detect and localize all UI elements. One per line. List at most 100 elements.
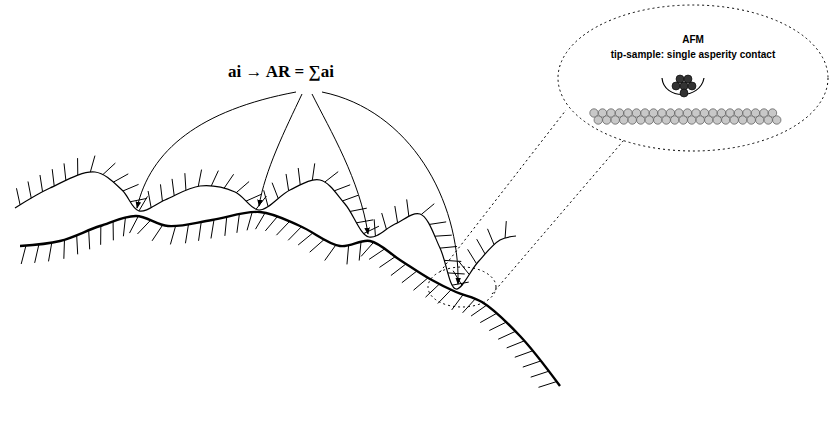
hatch-mark bbox=[374, 219, 375, 236]
hatch-mark bbox=[350, 208, 367, 211]
hatch-mark bbox=[391, 264, 406, 276]
hatch-mark bbox=[288, 227, 301, 241]
dashed-ellipse bbox=[557, 4, 829, 152]
hatch-mark bbox=[379, 257, 395, 268]
hatch-mark bbox=[402, 271, 417, 283]
hatch-mark bbox=[185, 224, 188, 243]
hatch-mark bbox=[356, 220, 373, 223]
hatch-mark bbox=[211, 220, 214, 239]
hatch-mark bbox=[413, 278, 427, 290]
hatch-mark bbox=[325, 172, 338, 182]
hatch-mark bbox=[440, 246, 457, 248]
leader-arrow bbox=[259, 94, 302, 206]
hatch-mark bbox=[185, 173, 186, 190]
hatch-mark bbox=[531, 371, 549, 377]
hatch-mark bbox=[395, 206, 398, 223]
hatch-mark bbox=[347, 245, 349, 264]
hatch-mark bbox=[471, 305, 487, 316]
hatch-mark bbox=[247, 212, 252, 230]
hatch-mark bbox=[539, 382, 557, 388]
hatch-mark bbox=[49, 243, 52, 262]
hatch-mark bbox=[498, 331, 515, 339]
hatch-mark bbox=[152, 225, 163, 241]
zoom-line bbox=[440, 110, 566, 272]
hatch-mark bbox=[264, 190, 268, 206]
leader-arrow bbox=[312, 94, 368, 234]
hatch-mark bbox=[489, 322, 506, 330]
afm-contact-sketch bbox=[590, 75, 781, 124]
hatch-mark bbox=[170, 226, 175, 244]
hatch-mark bbox=[444, 260, 461, 261]
hatch-mark bbox=[63, 240, 65, 259]
hatch-mark bbox=[224, 174, 234, 188]
hatch-mark bbox=[310, 240, 324, 253]
zoom-line bbox=[492, 140, 624, 294]
hatch-mark bbox=[130, 216, 139, 233]
hatch-mark bbox=[298, 233, 313, 245]
hatch-mark bbox=[40, 175, 43, 192]
hatch-mark bbox=[77, 235, 78, 254]
hatch-mark bbox=[325, 245, 336, 261]
hatch-mark bbox=[256, 213, 266, 229]
hatch-mark bbox=[137, 220, 150, 234]
hatch-mark bbox=[64, 163, 66, 180]
hatch-mark bbox=[421, 204, 434, 215]
hatch-mark bbox=[312, 163, 314, 180]
hatch-mark bbox=[488, 229, 494, 245]
hatch-mark bbox=[477, 239, 485, 254]
hatch-mark bbox=[334, 185, 350, 191]
callout-text: tip-sample: single asperity contact bbox=[557, 48, 829, 62]
lower-surface bbox=[20, 212, 560, 386]
zoom-circle bbox=[428, 267, 496, 307]
hatch-mark bbox=[237, 214, 239, 233]
hatch-mark bbox=[28, 181, 31, 198]
hatch-mark bbox=[272, 183, 278, 199]
hatch-mark bbox=[523, 361, 541, 367]
hatch-mark bbox=[139, 196, 148, 211]
hatch-mark bbox=[298, 168, 300, 185]
hatch-mark bbox=[113, 221, 114, 240]
hatch-mark bbox=[100, 226, 101, 245]
hatch-mark bbox=[505, 221, 506, 238]
hatch-mark bbox=[246, 194, 261, 201]
hatch-mark bbox=[236, 182, 249, 193]
hatch-mark bbox=[160, 184, 162, 201]
hatch-mark bbox=[123, 217, 125, 236]
hatch-mark bbox=[276, 221, 289, 235]
hatch-mark bbox=[148, 191, 151, 208]
hatch-mark bbox=[342, 195, 358, 201]
hatch-mark bbox=[16, 188, 20, 205]
hatch-mark bbox=[459, 261, 470, 274]
area-formula: ai → AR = ∑ai bbox=[228, 62, 334, 82]
hatch-mark bbox=[407, 199, 409, 216]
hatch-mark bbox=[103, 163, 115, 175]
hatch-mark bbox=[448, 273, 465, 274]
hatch-mark bbox=[89, 230, 90, 249]
hatch-mark bbox=[480, 313, 497, 322]
hatch-mark bbox=[198, 170, 201, 187]
hatch-mark bbox=[199, 222, 202, 241]
hatch-mark bbox=[382, 213, 387, 229]
zoom-callout: AFMtip-sample: single asperity contact bbox=[557, 4, 829, 152]
hatch-mark bbox=[211, 171, 218, 186]
hatch-mark bbox=[468, 249, 477, 263]
leader-arrow bbox=[322, 92, 458, 284]
hatch-mark bbox=[359, 242, 361, 261]
hatch-mark bbox=[286, 174, 289, 191]
hatch-mark bbox=[52, 169, 54, 186]
hatch-mark bbox=[21, 246, 26, 264]
hatch-mark bbox=[429, 222, 446, 225]
hatch-mark bbox=[113, 174, 128, 182]
hatch-mark bbox=[256, 196, 266, 209]
hatch-mark bbox=[77, 158, 78, 175]
hatch-mark bbox=[123, 184, 139, 191]
leader-arrow bbox=[137, 92, 296, 208]
hatch-mark bbox=[364, 226, 379, 233]
hatch-mark bbox=[265, 216, 277, 231]
hatch-mark bbox=[369, 249, 385, 260]
hatch-mark bbox=[452, 295, 463, 310]
hatch-mark bbox=[515, 351, 533, 357]
hatch-mark bbox=[225, 217, 227, 236]
hatch-mark bbox=[35, 244, 39, 263]
hatch-mark bbox=[435, 235, 452, 236]
